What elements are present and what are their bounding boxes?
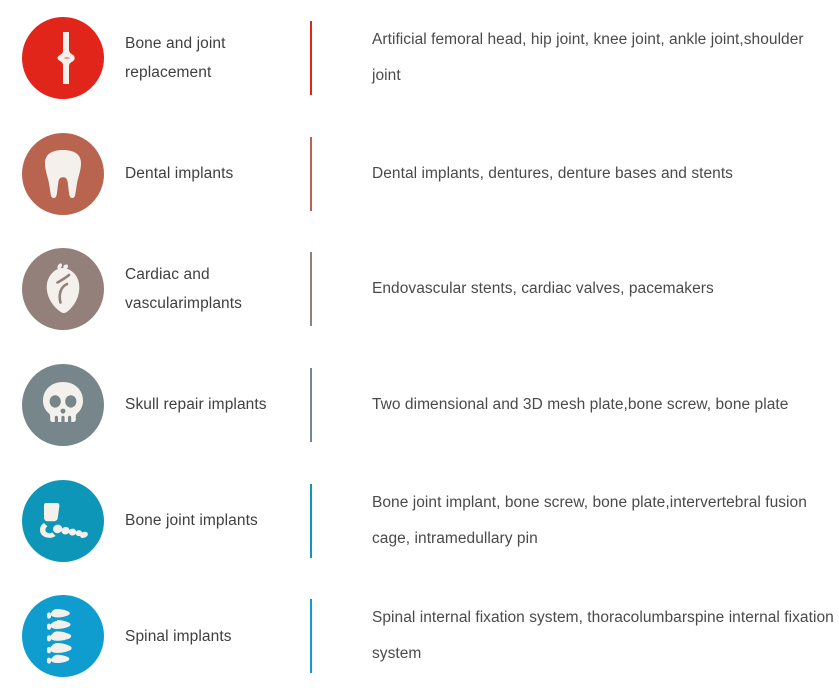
icon-cell xyxy=(0,363,125,446)
table-row: Spinal implants Spinal internal fixation… xyxy=(0,578,839,694)
divider-cell xyxy=(300,599,340,674)
divider-cell xyxy=(300,136,340,211)
tooth-icon xyxy=(21,132,104,215)
category-description: Two dimensional and 3D mesh plate,bone s… xyxy=(372,395,789,413)
category-label: Skull repair implants xyxy=(125,396,267,414)
divider-cell xyxy=(300,20,340,95)
category-label: Bone and joint replacement xyxy=(125,34,226,81)
category-label: Dental implants xyxy=(125,165,234,182)
icon-cell xyxy=(0,595,125,678)
category-description: Artificial femoral head, hip joint, knee… xyxy=(372,30,804,84)
row-divider xyxy=(310,20,312,95)
spine-icon xyxy=(21,595,104,678)
category-description: Endovascular stents, cardiac valves, pac… xyxy=(372,280,714,298)
row-divider xyxy=(310,252,312,327)
table-row: Dental implants Dental implants, denture… xyxy=(0,116,839,232)
row-divider xyxy=(310,136,312,211)
divider-cell xyxy=(300,252,340,327)
icon-cell xyxy=(0,248,125,331)
row-divider xyxy=(310,367,312,442)
table-row: Skull repair implants Two dimensional an… xyxy=(0,347,839,463)
icon-cell xyxy=(0,479,125,562)
table-row: Cardiac and vascularimplants Endovascula… xyxy=(0,231,839,347)
category-description: Dental implants, dentures, denture bases… xyxy=(372,164,733,182)
category-label: Cardiac and vascularimplants xyxy=(125,266,243,313)
bone-joint-icon xyxy=(21,16,104,99)
category-label: Spinal implants xyxy=(125,627,232,645)
divider-cell xyxy=(300,367,340,442)
table-row: Bone and joint replacement Artificial fe… xyxy=(0,0,839,116)
heart-icon xyxy=(21,248,104,331)
category-label: Bone joint implants xyxy=(125,512,258,530)
row-divider xyxy=(310,599,312,674)
category-description: Spinal internal fixation system, thoraco… xyxy=(372,609,834,663)
category-description: Bone joint implant, bone screw, bone pla… xyxy=(372,493,807,547)
row-divider xyxy=(310,483,312,558)
divider-cell xyxy=(300,483,340,558)
foot-bone-icon xyxy=(21,479,104,562)
skull-icon xyxy=(21,363,104,446)
icon-cell xyxy=(0,132,125,215)
icon-cell xyxy=(0,16,125,99)
table-row: Bone joint implants Bone joint implant, … xyxy=(0,463,839,579)
